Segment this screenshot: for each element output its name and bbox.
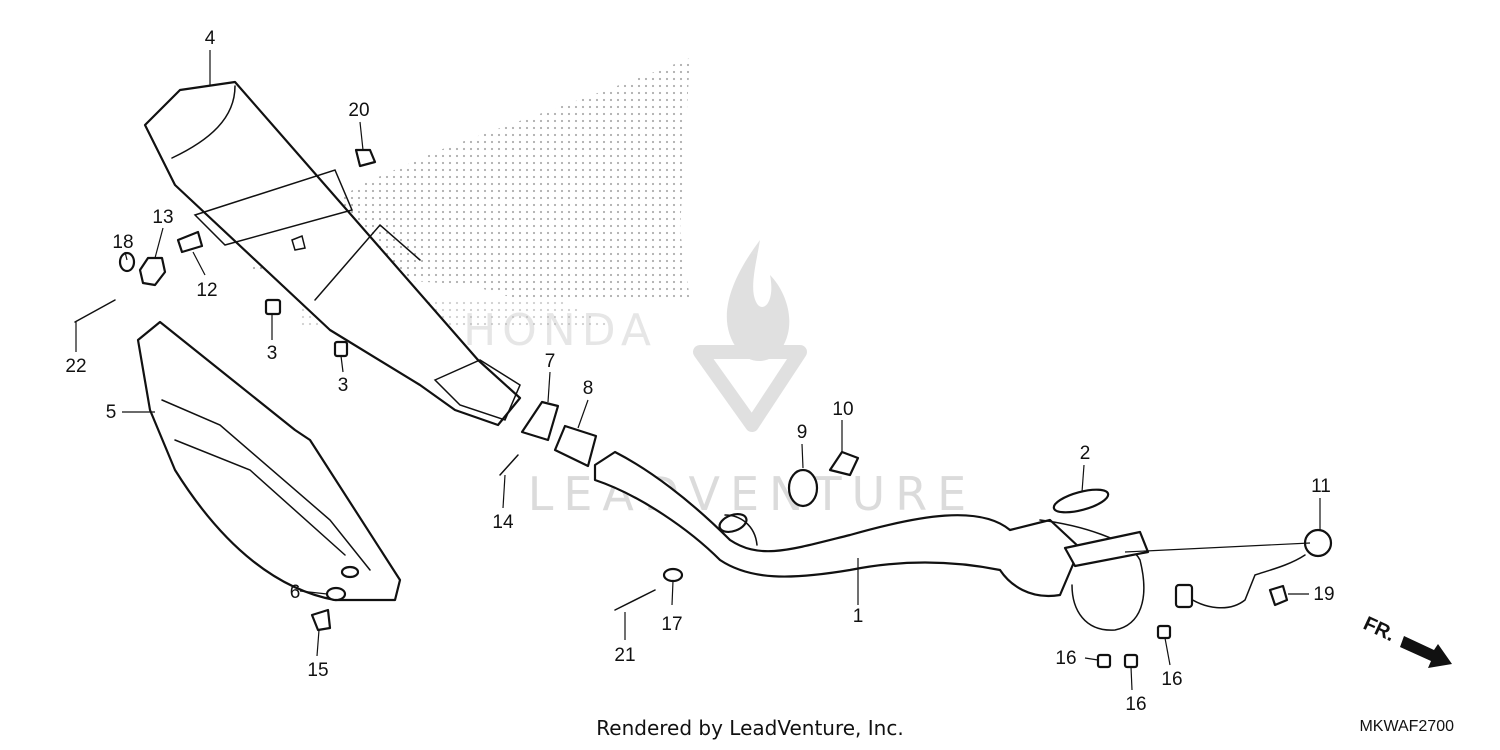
callout-13: 13 — [152, 207, 173, 228]
callout-5: 5 — [106, 402, 117, 423]
bolt-part-15 — [310, 608, 332, 632]
callout-22: 22 — [65, 356, 86, 377]
front-arrow-icon — [1400, 636, 1452, 668]
washer-part-17 — [662, 567, 684, 583]
joint-gasket-part-8 — [553, 424, 598, 468]
callout-labels: 4 20 13 18 12 22 3 3 5 7 8 14 9 10 2 11 … — [65, 28, 1334, 715]
callout-3-lower: 3 — [338, 375, 349, 396]
nut-part-3b — [333, 340, 349, 358]
collar-part-13 — [138, 256, 167, 287]
callout-10: 10 — [832, 399, 853, 420]
callout-20: 20 — [348, 100, 369, 121]
figure-code: MKWAF2700 — [1359, 718, 1454, 735]
callout-2: 2 — [1080, 443, 1091, 464]
callout-19: 19 — [1313, 584, 1334, 605]
muffler-part-4 — [143, 80, 522, 427]
exhaust-pipe-part-1 — [593, 450, 1150, 631]
clip-part-19 — [1268, 584, 1289, 607]
callout-15: 15 — [307, 660, 328, 681]
callout-17: 17 — [661, 614, 682, 635]
callout-7: 7 — [545, 351, 556, 372]
render-credit: Rendered by LeadVenture, Inc. — [596, 716, 904, 740]
nut-part-3a — [264, 298, 282, 316]
bolt-part-12 — [176, 230, 204, 254]
gasket-part-2 — [1052, 488, 1110, 514]
callout-12: 12 — [196, 280, 217, 301]
nut-part-16c — [1156, 624, 1172, 640]
callout-14: 14 — [492, 512, 514, 533]
joint-ring-part-7 — [520, 400, 560, 442]
front-direction-indicator: FR. — [1360, 613, 1452, 668]
callout-9: 9 — [797, 422, 808, 443]
callout-18: 18 — [112, 232, 133, 253]
rubber-mount-part-9 — [787, 468, 819, 508]
callout-21: 21 — [614, 645, 635, 666]
honda-wordmark: HONDA — [463, 305, 657, 356]
callout-11: 11 — [1311, 476, 1331, 497]
bolt-part-22 — [74, 299, 116, 323]
callout-6: 6 — [290, 582, 301, 603]
callout-4: 4 — [205, 28, 216, 49]
bolt-part-21 — [614, 589, 656, 611]
leader-lines — [75, 50, 1321, 691]
washer-part-18 — [118, 251, 136, 273]
callout-3-upper: 3 — [267, 343, 278, 364]
front-label: FR. — [1360, 613, 1398, 647]
nut-part-16a — [1096, 653, 1112, 669]
nut-part-16b — [1123, 653, 1139, 669]
bolt-part-14 — [499, 454, 519, 476]
callout-1: 1 — [853, 606, 864, 627]
callout-8: 8 — [583, 378, 594, 399]
heat-shield-part-5 — [136, 320, 402, 602]
fasteners — [74, 148, 1289, 669]
bolt-part-10 — [828, 450, 860, 477]
callout-16-right: 16 — [1161, 669, 1182, 690]
callout-16-middle: 16 — [1125, 694, 1146, 715]
o2-sensor-part-11 — [1174, 528, 1333, 609]
callout-16-left: 16 — [1055, 648, 1076, 669]
nut-part-20 — [354, 148, 377, 168]
grommet-part-6 — [325, 586, 347, 602]
